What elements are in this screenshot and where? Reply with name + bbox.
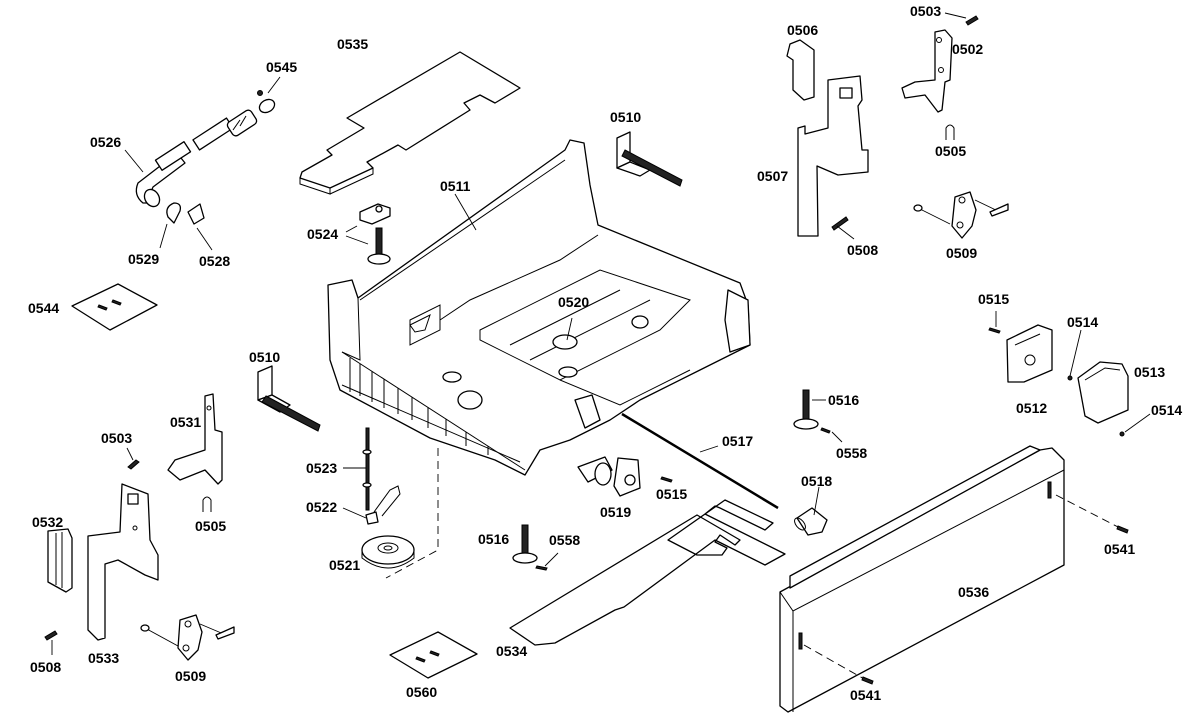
label-0528: 0528 bbox=[199, 253, 230, 269]
label-0514-b: 0514 bbox=[1151, 402, 1182, 418]
skirt-ribs bbox=[349, 358, 489, 455]
clip-0505-left bbox=[202, 496, 212, 512]
label-0515-mid: 0515 bbox=[656, 486, 687, 502]
leveling-foot-0516-right bbox=[793, 389, 819, 430]
label-0512: 0512 bbox=[1016, 400, 1047, 416]
hardware-bag-0560 bbox=[389, 631, 478, 679]
label-0535: 0535 bbox=[337, 36, 368, 52]
float-0521 bbox=[361, 535, 415, 569]
label-0511: 0511 bbox=[440, 178, 471, 194]
screw-0515-mid bbox=[660, 476, 673, 483]
bracket-0531 bbox=[167, 393, 223, 485]
bushing-0518 bbox=[794, 507, 828, 536]
bracket-0507 bbox=[797, 75, 869, 237]
label-0541-bottom: 0541 bbox=[850, 687, 881, 703]
cover-0506 bbox=[786, 39, 815, 101]
insulation-panel-0534 bbox=[509, 499, 786, 646]
screw-0508-top bbox=[831, 216, 849, 231]
label-0529: 0529 bbox=[128, 251, 159, 267]
label-0515-right: 0515 bbox=[978, 291, 1009, 307]
cover-0513 bbox=[1077, 361, 1129, 424]
label-0505-top: 0505 bbox=[935, 143, 966, 159]
label-0510-left: 0510 bbox=[249, 349, 280, 365]
cover-0532 bbox=[47, 528, 73, 593]
label-0507: 0507 bbox=[757, 168, 788, 184]
label-0520: 0520 bbox=[558, 294, 589, 310]
leveling-bolt-0524 bbox=[359, 203, 391, 265]
float-switch-0522 bbox=[365, 485, 401, 525]
label-0508-left: 0508 bbox=[30, 659, 61, 675]
label-0514-a: 0514 bbox=[1067, 314, 1098, 330]
label-0541-right: 0541 bbox=[1104, 541, 1135, 557]
label-0517: 0517 bbox=[722, 433, 753, 449]
screw-0558-right bbox=[820, 427, 831, 434]
screw-0503-left bbox=[127, 459, 140, 470]
label-0536: 0536 bbox=[958, 584, 989, 600]
label-0545: 0545 bbox=[266, 59, 297, 75]
label-0516-mid: 0516 bbox=[478, 531, 509, 547]
label-0518: 0518 bbox=[801, 473, 832, 489]
bracket-0533 bbox=[87, 483, 159, 641]
label-0522: 0522 bbox=[306, 499, 337, 515]
hardware-bag-0544 bbox=[71, 283, 158, 331]
toe-panel-0536 bbox=[779, 445, 1065, 713]
label-0508-top: 0508 bbox=[847, 242, 878, 258]
label-0519: 0519 bbox=[600, 504, 631, 520]
spring-bracket-0510-top bbox=[616, 131, 683, 187]
label-0524: 0524 bbox=[307, 226, 338, 242]
screw-0541-bottom bbox=[861, 676, 874, 685]
label-0521: 0521 bbox=[329, 557, 360, 573]
label-0503-top: 0503 bbox=[910, 3, 941, 19]
switch-0509-left bbox=[140, 614, 235, 661]
label-0516-right: 0516 bbox=[828, 392, 859, 408]
base-tub-0511 bbox=[327, 139, 751, 476]
label-0509-top: 0509 bbox=[946, 245, 977, 261]
screw-0515-right bbox=[988, 327, 1001, 334]
module-0512 bbox=[1006, 324, 1053, 383]
label-0509-left: 0509 bbox=[175, 668, 206, 684]
spring-bracket-0510-left bbox=[257, 365, 321, 432]
label-0560: 0560 bbox=[406, 684, 437, 700]
label-0532: 0532 bbox=[32, 514, 63, 530]
hose-bracket-0528 bbox=[187, 203, 205, 225]
label-0534: 0534 bbox=[496, 643, 527, 659]
label-0502: 0502 bbox=[952, 41, 983, 57]
switch-0509-top bbox=[913, 191, 1009, 239]
label-0531: 0531 bbox=[170, 414, 201, 430]
label-0510-top: 0510 bbox=[610, 109, 641, 125]
clip-0505-top bbox=[945, 124, 955, 140]
drain-hose-0526 bbox=[135, 109, 258, 208]
label-0544: 0544 bbox=[28, 300, 59, 316]
screw-0558-mid bbox=[535, 565, 548, 571]
hose-clip-0529 bbox=[166, 202, 182, 224]
screw-0541-right bbox=[1116, 525, 1129, 534]
label-0505-left: 0505 bbox=[195, 518, 226, 534]
hose-clamp-0545 bbox=[257, 90, 276, 114]
leveling-foot-0516-mid bbox=[512, 524, 538, 564]
screw-0508-left bbox=[44, 630, 58, 641]
label-0513: 0513 bbox=[1134, 364, 1165, 380]
float-rod-0523 bbox=[362, 427, 372, 511]
bracket-0502 bbox=[901, 29, 953, 113]
label-0506: 0506 bbox=[787, 22, 818, 38]
screw-0503-top bbox=[965, 15, 979, 26]
label-0503-left: 0503 bbox=[101, 430, 132, 446]
rod-0517 bbox=[621, 412, 779, 510]
label-0558-mid: 0558 bbox=[549, 532, 580, 548]
label-0533: 0533 bbox=[88, 650, 119, 666]
insulation-panel-0535 bbox=[299, 51, 521, 195]
label-0523: 0523 bbox=[306, 460, 337, 476]
label-0526: 0526 bbox=[90, 134, 121, 150]
label-0558-right: 0558 bbox=[836, 445, 867, 461]
inlet-valve-0519 bbox=[577, 456, 641, 497]
